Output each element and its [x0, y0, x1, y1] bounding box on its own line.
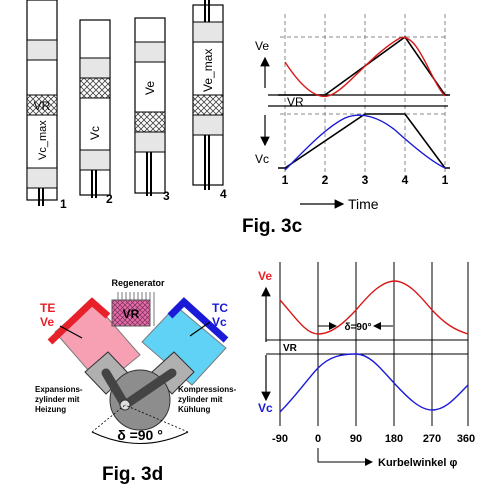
cooler-wall [167, 297, 229, 343]
ve-axis-label: Ve [255, 39, 269, 53]
regenerator-box-label: VR [123, 307, 140, 321]
cylinder-stages: VR Vc_max 1 Vc 2 Ve 3 [26, 0, 227, 211]
stage-number: 1 [60, 197, 67, 211]
expansion-cylinder-caption: Heizung [35, 405, 66, 414]
regenerator-box [111, 299, 151, 327]
crank-angle-axis-label: Kurbelwinkel φ [378, 457, 458, 469]
stage-number: 3 [163, 189, 170, 203]
phase-angle-label: δ=90° [344, 322, 371, 333]
angle-tick-label: -90 [272, 433, 288, 445]
time-tick-label: 2 [322, 173, 329, 187]
stage-number: 2 [106, 192, 113, 206]
angle-tick-label: 180 [385, 433, 403, 445]
cylinder-stage-2: Vc 2 [79, 19, 113, 206]
stirling-engine-diagram: Regenerator VR δ =90 ° TE Ve [35, 278, 237, 444]
ve-axis-label: Ve [258, 269, 272, 283]
vc-axis-label: Vc [258, 401, 273, 415]
compression-space [141, 305, 227, 386]
te-label: TE [40, 301, 55, 315]
regenerator-title: Regenerator [111, 278, 165, 288]
crank-angle-graph: Ve VR Vc δ=90° -90 0 90 180 270 360 Kurb… [258, 262, 475, 469]
ve-sine-trace [284, 37, 446, 98]
regenerator-block [192, 94, 224, 116]
stage-number: 4 [220, 187, 227, 201]
angle-tick-label: 360 [457, 433, 475, 445]
regenerator-block [79, 77, 111, 99]
vc-sine-trace [279, 353, 469, 413]
vc-sine-trace [284, 114, 446, 171]
cylinder-stage-3: Ve 3 [134, 17, 170, 203]
ve-sine-trace [279, 280, 469, 335]
regenerator-label: VR [34, 99, 51, 113]
graph-frame [266, 262, 469, 426]
expansion-cylinder-caption: zylinder mit [35, 395, 80, 404]
cylinder-volume-label: Ve_max [201, 49, 215, 92]
volume-time-graph: Ve VR Vc 1 2 3 4 1 Time [255, 14, 450, 212]
time-tick-label: 1 [282, 173, 289, 187]
compression-cylinder-caption: Kühlung [178, 405, 211, 414]
time-tick-label: 3 [362, 173, 369, 187]
angle-tick-label: 0 [315, 433, 321, 445]
angle-tick-label: 270 [423, 433, 441, 445]
compression-cylinder-caption: zylinder mit [178, 395, 223, 404]
expansion-cylinder-caption: Expansions- [35, 385, 83, 394]
cylinder-volume-label: Vc [88, 126, 102, 140]
caption-fig3d: Fig. 3d [102, 464, 163, 485]
cylinder-volume-label: Vc_max [37, 120, 49, 160]
regenerator-block [26, 94, 58, 116]
vr-label: VR [283, 343, 298, 354]
time-tick-label: 1 [442, 173, 449, 187]
time-axis-label: Time [348, 196, 379, 212]
tc-label: TC [212, 301, 228, 315]
compression-cylinder-caption: Kompressions- [178, 385, 237, 394]
cylinder-stage-1: VR Vc_max 1 [26, 0, 67, 211]
cylinder-stage-4: Ve_max 4 [192, 0, 227, 201]
caption-fig3c: Fig. 3c [242, 216, 303, 237]
vc-ideal-trace [278, 113, 450, 169]
angle-tick-label: 90 [350, 433, 362, 445]
engine-phase-angle: δ =90 ° [117, 427, 163, 443]
vc-label: Vc [212, 315, 227, 329]
regenerator-block [134, 111, 166, 133]
vr-label: VR [287, 95, 304, 109]
ve-label: Ve [40, 315, 54, 329]
time-tick-label: 4 [402, 173, 409, 187]
vc-axis-label: Vc [255, 152, 269, 166]
cylinder-volume-label: Ve [143, 81, 157, 95]
